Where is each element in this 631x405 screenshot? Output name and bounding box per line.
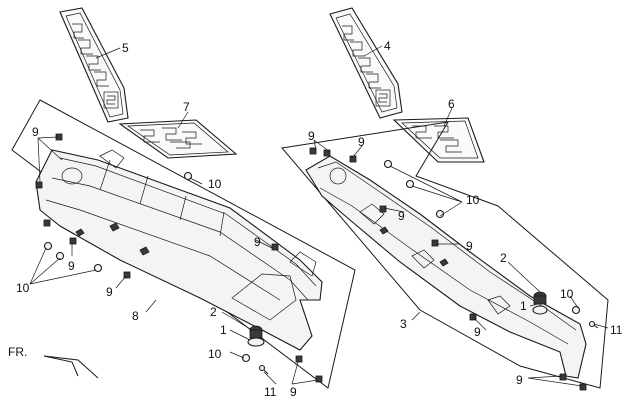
- front-label: FR.: [8, 345, 27, 359]
- front-direction-indicator: FR.: [8, 345, 99, 379]
- label-part-9: 9: [32, 125, 39, 139]
- bumper-part-1-left: [247, 325, 265, 347]
- right-assembly-outline: [281, 121, 609, 389]
- floor-panel-8: [35, 149, 323, 351]
- label-part-7: 7: [183, 100, 190, 114]
- label-part-5: 5: [122, 41, 129, 55]
- label-part-2: 2: [210, 305, 217, 319]
- label-part-11: 11: [610, 323, 623, 337]
- floor-panel-3: [305, 155, 587, 379]
- label-part-9: 9: [358, 135, 365, 149]
- label-part-6: 6: [448, 97, 455, 111]
- part-labels: 5 4 7 6 9 9 9 9 9 9 9 9 9 9 9 10 10 10 1…: [16, 39, 623, 399]
- label-part-9: 9: [106, 285, 113, 299]
- label-part-10: 10: [208, 347, 222, 361]
- label-part-10: 10: [16, 281, 30, 295]
- label-part-11: 11: [264, 385, 277, 399]
- label-part-10: 10: [560, 287, 574, 301]
- label-part-9: 9: [290, 385, 297, 399]
- label-part-1: 1: [220, 323, 227, 337]
- floor-mat-4: [329, 7, 403, 119]
- label-part-9: 9: [308, 129, 315, 143]
- floor-mat-7: [118, 119, 238, 159]
- left-assembly-outline: [11, 99, 356, 389]
- label-part-10: 10: [208, 177, 222, 191]
- label-part-9: 9: [68, 259, 75, 273]
- floor-mat-6: [392, 117, 485, 163]
- label-part-4: 4: [384, 39, 391, 53]
- label-part-9: 9: [398, 209, 405, 223]
- label-part-3: 3: [400, 317, 407, 331]
- leader-lines: [29, 45, 609, 387]
- bumper-part-1-right: [532, 291, 548, 315]
- label-part-9: 9: [474, 325, 481, 339]
- label-part-9: 9: [466, 239, 473, 253]
- label-part-10: 10: [466, 193, 480, 207]
- floor-mat-5: [59, 7, 129, 123]
- label-part-9: 9: [516, 373, 523, 387]
- label-part-2: 2: [500, 251, 507, 265]
- label-part-9: 9: [254, 235, 261, 249]
- label-part-1: 1: [520, 299, 527, 313]
- label-part-8: 8: [132, 309, 139, 323]
